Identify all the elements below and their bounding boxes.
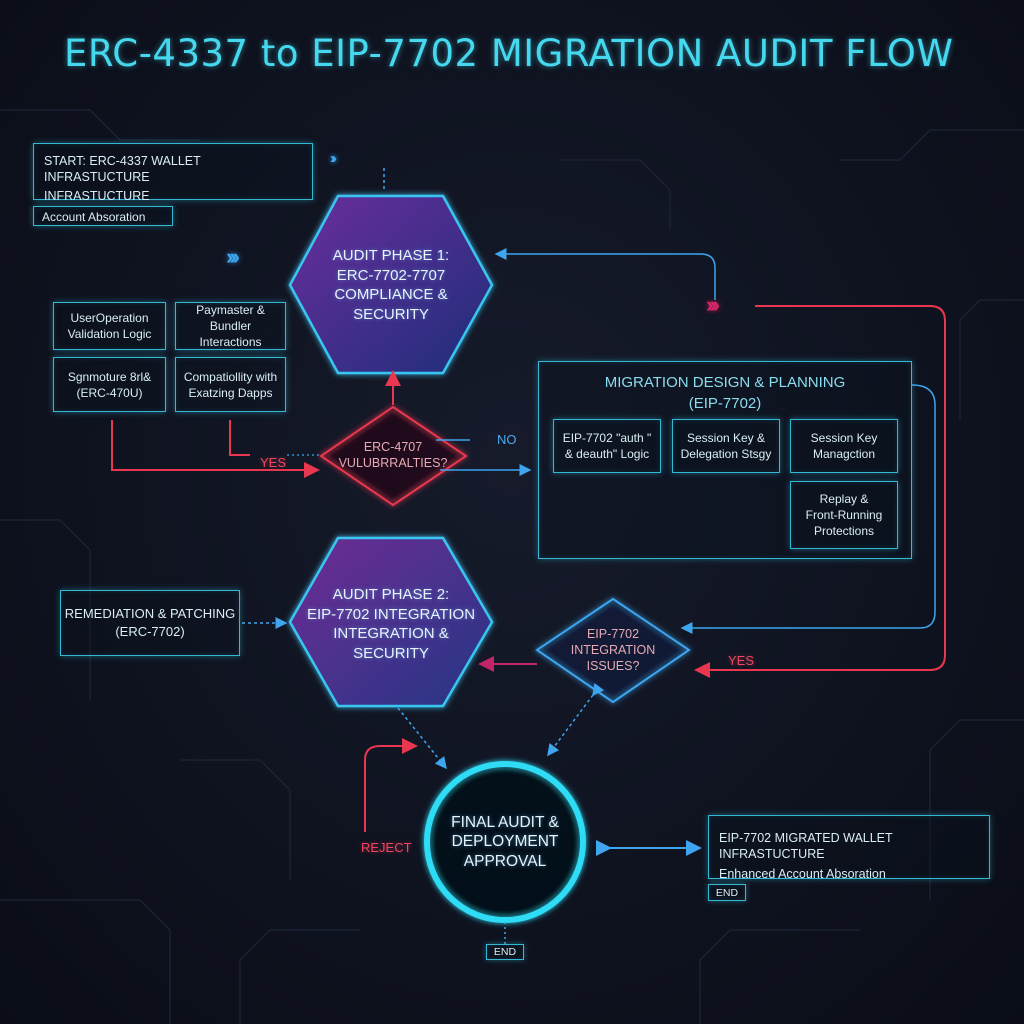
userop-line: Validation Logic [67,327,152,341]
remediation-line-2: (ERC-7702) [115,624,185,639]
session-delegation-card[interactable]: Session Key & Delegation Stsgy [672,419,780,473]
audit-phase-1-line: ERC-7702-7707 [336,266,446,284]
migrated-wallet-box[interactable]: EIP-7702 MIGRATED WALLET INFRASTUCTURE E… [708,815,990,881]
userop-line: UserOperation [70,311,149,325]
auth-logic-card[interactable]: EIP-7702 "auth " & deauth" Logic [553,419,661,473]
session-delegation-line: Session Key & [686,431,766,445]
migration-title: MIGRATION DESIGN & PLANNING [604,374,846,391]
decision-1-yes-label: YES [260,455,287,470]
session-delegation-line: Delegation Stsgy [680,447,772,461]
start-line-1: START: ERC-4337 WALLET INFRASTUCTURE [44,154,201,184]
paymaster-line: Interactions [199,335,262,349]
audit-phase-2-label[interactable]: AUDIT PHASE 2: EIP-7702 INTEGRATION INTE… [296,572,486,676]
migration-subtitle: (EIP-7702) [688,395,762,412]
decision-1-line: ERC-4707 [363,440,423,454]
remediation-line-1: REMEDIATION & PATCHING [64,606,236,621]
session-management-card[interactable]: Session Key Managction [790,419,898,473]
signature-box[interactable]: Sgnmoture 8rl& (ERC-470U) [53,357,166,412]
migrated-end-badge: END [708,884,746,901]
replay-protection-card[interactable]: Replay & Front-Running Protections [790,481,898,549]
session-mgmt-line: Managction [812,447,876,461]
final-line: APPROVAL [463,852,547,870]
decision-1-label[interactable]: ERC-4707 VULUBRRALTIES? [330,430,456,480]
start-line-2: INFRASTUCTURE [44,189,150,203]
page-title: ERC-4337 to EIP-7702 MIGRATION AUDIT FLO… [64,32,954,75]
compat-line: Exatzing Dapps [188,385,273,400]
chevron-right-icon: ››› [330,150,337,167]
end-badge: END [486,944,524,960]
userop-validation-box[interactable]: UserOperation Validation Logic [53,302,166,350]
decision-1-line: VULUBRRALTIES? [338,456,448,470]
replay-line: Replay & [819,492,869,506]
audit-phase-2-line: AUDIT PHASE 2: [332,586,450,603]
decision-2-line: INTEGRATION [570,643,656,657]
decision-2-label[interactable]: EIP-7702 INTEGRATION ISSUES? [553,622,673,678]
decision-2-yes-label: YES [728,653,755,668]
final-approval-circle [424,761,586,923]
final-line: FINAL AUDIT & [451,813,559,831]
final-line: DEPLOYMENT [451,833,559,851]
audit-phase-2-line: INTEGRATION & [333,625,449,642]
remediation-box[interactable]: REMEDIATION & PATCHING (ERC-7702) [60,590,240,656]
audit-phase-2-line: SECURITY [353,644,429,662]
auth-line: & deauth" Logic [564,447,650,461]
audit-phase-2-line: EIP-7702 INTEGRATION [306,605,476,623]
signature-line: Sgnmoture 8rl& [67,369,152,384]
audit-phase-1-line: SECURITY [353,305,429,323]
migrated-end-label: END [715,886,739,899]
decision-2-line: EIP-7702 [586,627,640,641]
audit-phase-1-line: COMPLIANCE & [334,286,448,303]
audit-phase-1-line: AUDIT PHASE 1: [332,247,450,264]
migrated-line-1: EIP-7702 MIGRATED WALLET INFRASTUCTURE [719,831,893,861]
compat-line: Compatiollity with [183,369,278,384]
decision-2-diamond [535,597,691,704]
audit-phase-2-hexagon [288,536,494,708]
end-label: END [493,946,517,958]
replay-line: Front-Running [805,508,883,522]
signature-line: (ERC-470U) [76,385,143,400]
audit-phase-1-label[interactable]: AUDIT PHASE 1: ERC-7702-7707 COMPLIANCE … [300,232,482,338]
session-mgmt-line: Session Key [810,431,878,445]
decision-1-no-label: NO [497,432,517,447]
start-box[interactable]: START: ERC-4337 WALLET INFRASTUCTURE INF… [33,143,313,203]
final-approval-label[interactable]: FINAL AUDIT & DEPLOYMENT APPROVAL [440,810,570,874]
chevron-right-icon: ››› [706,292,720,317]
auth-line: EIP-7702 "auth " [562,431,652,445]
replay-line: Protections [813,524,875,538]
migration-design-panel[interactable]: MIGRATION DESIGN & PLANNING (EIP-7702) [538,361,912,559]
audit-phase-1-hexagon [288,194,494,375]
circuit-background [0,109,1024,1024]
reject-label: REJECT [361,840,412,855]
migrated-line-2: Enhanced Account Absoration [719,867,886,881]
account-abstraction-label: Account Absoration [42,210,146,224]
compatibility-box[interactable]: Compatiollity with Exatzing Dapps [175,357,286,412]
decision-2-line: ISSUES? [586,659,640,673]
paymaster-bundler-box[interactable]: Paymaster & Bundler Interactions [175,302,286,350]
account-abstraction-tag[interactable]: Account Absoration [33,206,173,226]
paymaster-line: Paymaster & Bundler [196,303,265,333]
chevron-right-icon: ››› [226,244,240,269]
